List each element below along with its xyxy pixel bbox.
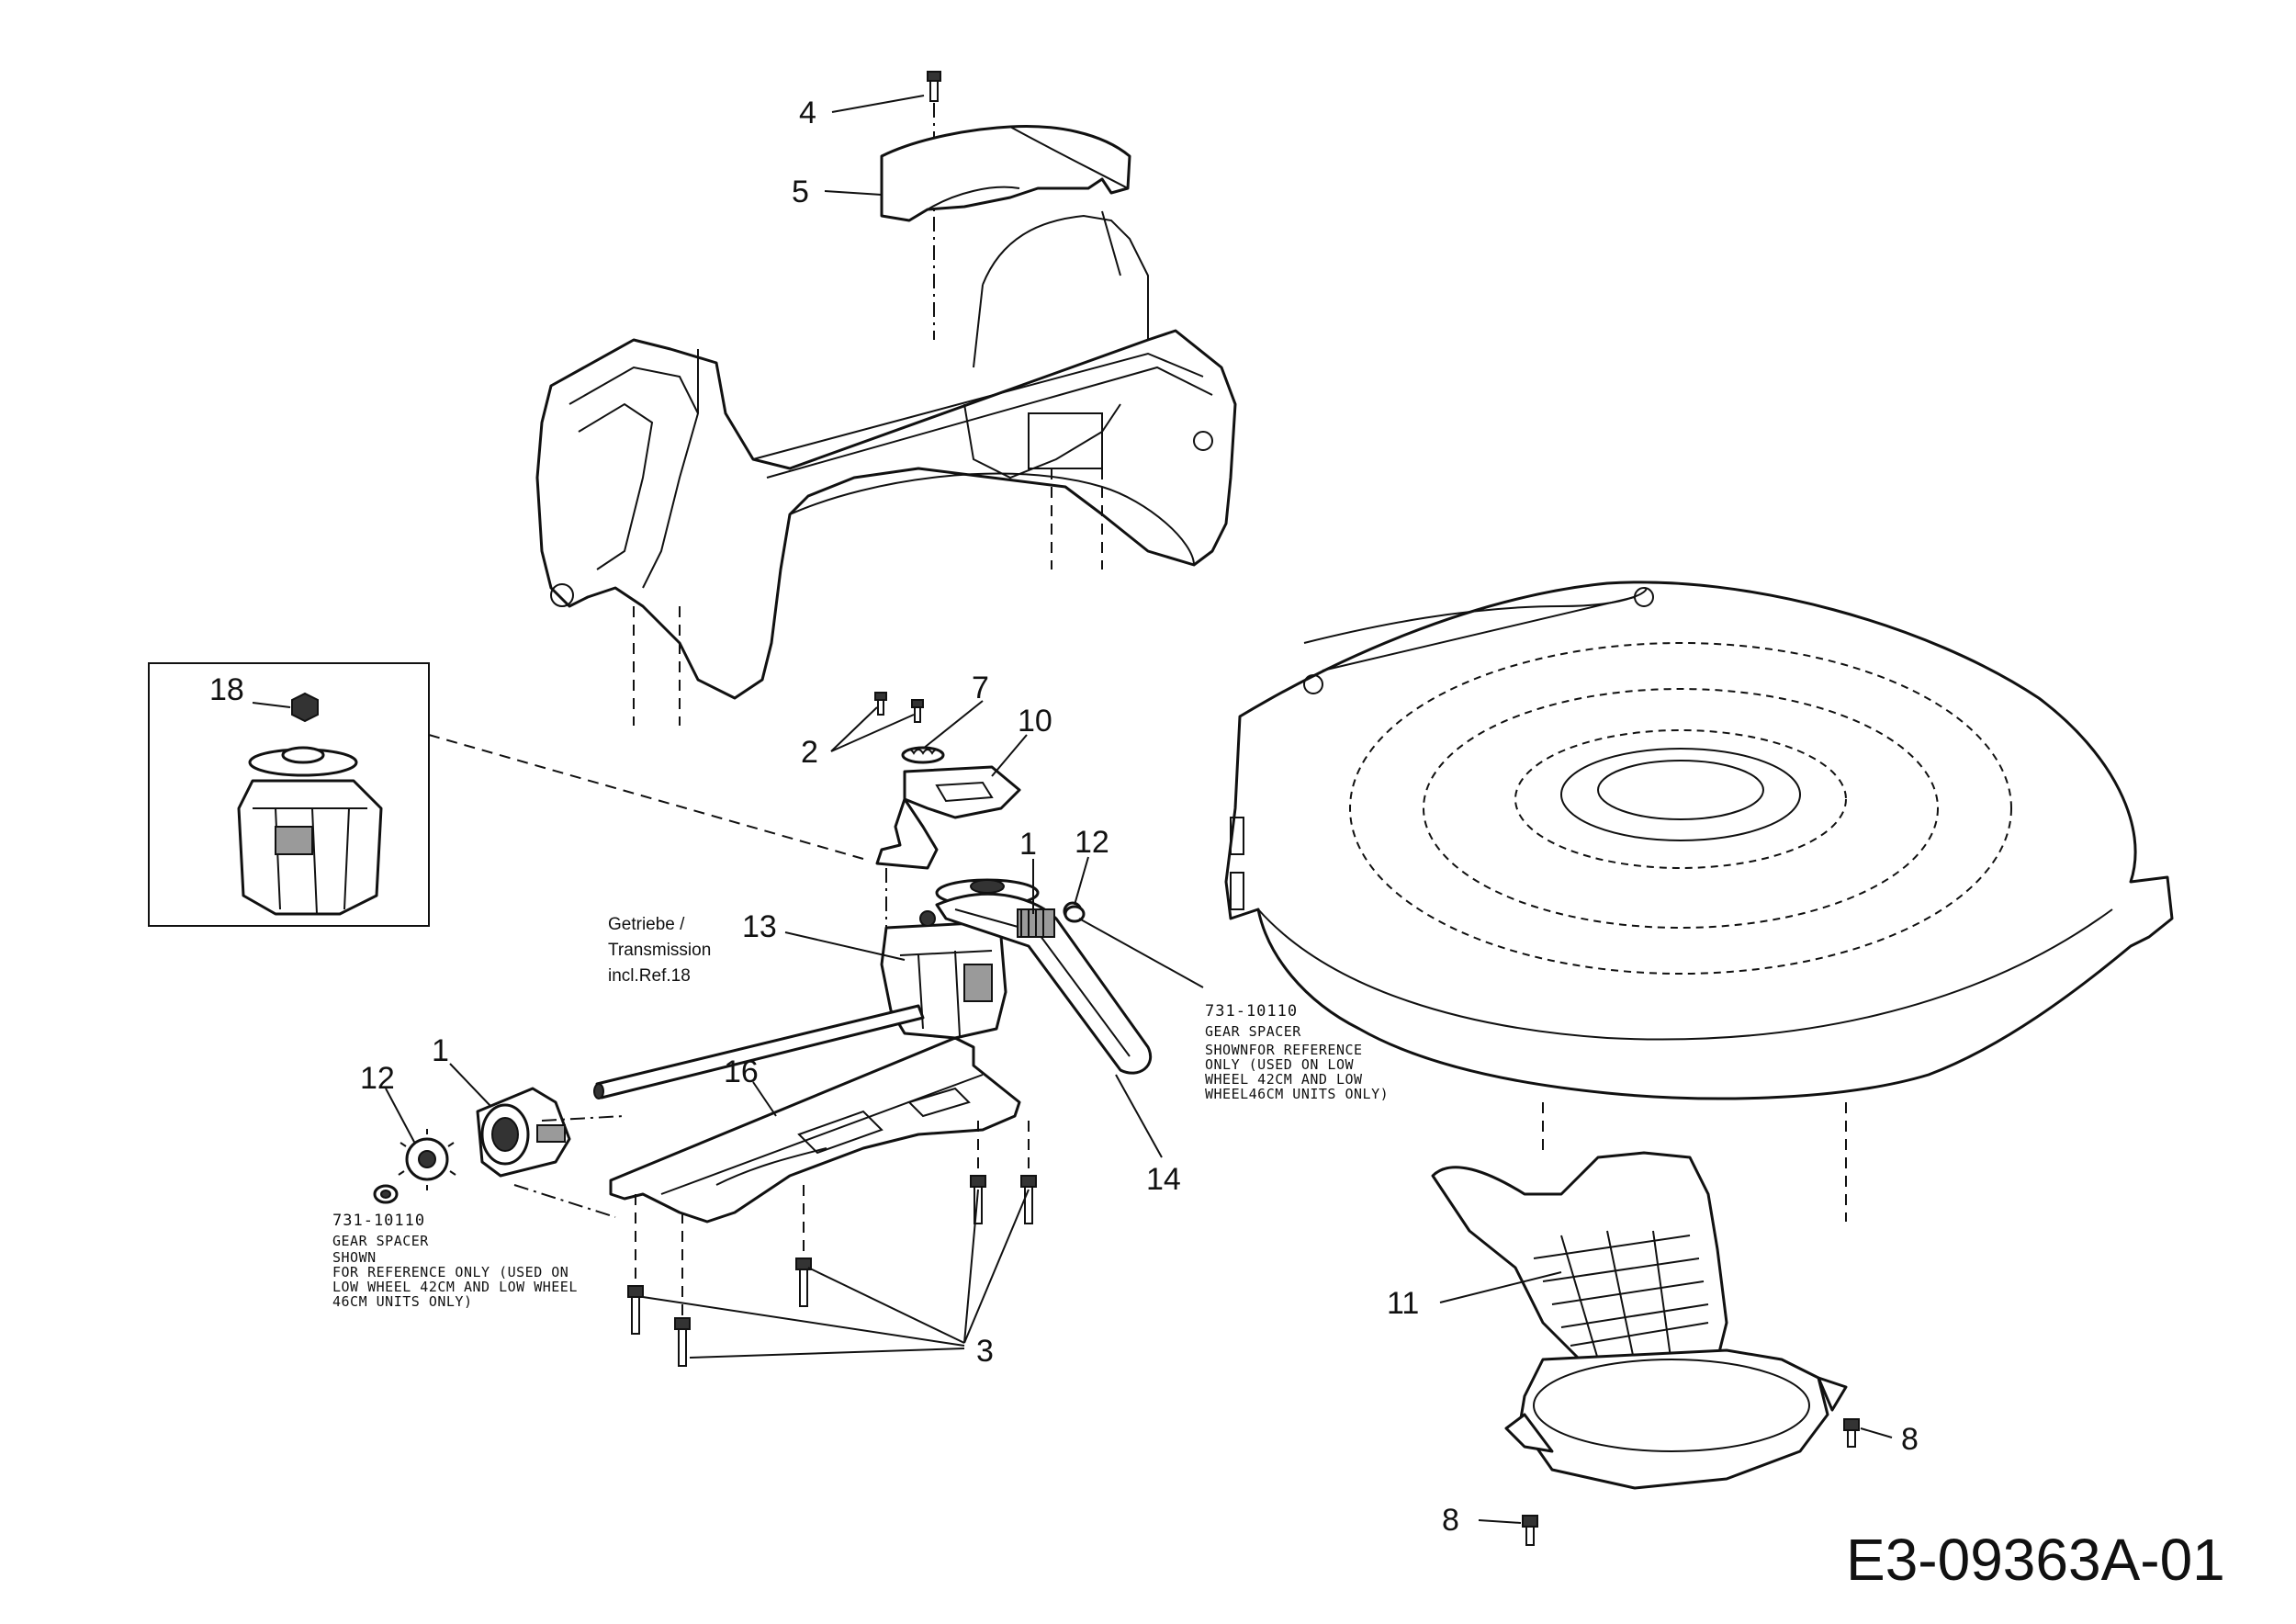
leader-spacer-right xyxy=(1078,918,1204,988)
callout-18: 18 xyxy=(209,672,244,707)
axis-gear-left-2 xyxy=(513,1184,616,1218)
leader-18 xyxy=(252,702,291,708)
part-3-bolt-c[interactable] xyxy=(795,1257,812,1307)
leader-7 xyxy=(922,700,984,750)
callout-1-right: 1 xyxy=(1019,827,1037,862)
svg-text:SHOWN: SHOWN xyxy=(332,1249,377,1266)
svg-text:LOW WHEEL 42CM AND LOW WHEEL: LOW WHEEL 42CM AND LOW WHEEL xyxy=(332,1279,578,1295)
callout-7: 7 xyxy=(972,671,989,705)
leader-12-right xyxy=(1074,856,1089,906)
svg-text:WHEEL 42CM AND LOW: WHEEL 42CM AND LOW xyxy=(1205,1071,1363,1088)
part-5-belt-cover[interactable] xyxy=(880,125,1131,222)
leader-3e xyxy=(963,1189,1030,1344)
callout-2: 2 xyxy=(801,735,818,770)
svg-text:Getriebe /: Getriebe / xyxy=(608,915,685,934)
gear-spacer-right[interactable] xyxy=(1064,905,1086,923)
transmission-note: Getriebe / Transmission incl.Ref.18 xyxy=(608,915,711,986)
gear-spacer-note-left: 731-10110 GEAR SPACER SHOWN FOR REFERENC… xyxy=(332,1212,578,1310)
leader-2b xyxy=(830,714,915,752)
leader-14 xyxy=(1115,1074,1163,1158)
leader-11 xyxy=(1439,1271,1562,1303)
handle-frame-assembly[interactable] xyxy=(535,210,1237,700)
part-18-nut[interactable] xyxy=(291,692,319,723)
callout-8-right: 8 xyxy=(1901,1422,1919,1457)
svg-text:incl.Ref.18: incl.Ref.18 xyxy=(608,966,691,986)
mower-deck-housing[interactable] xyxy=(1224,581,2174,1100)
leader-13 xyxy=(784,931,906,961)
part-8-screw-b[interactable] xyxy=(1522,1515,1538,1546)
part-7-spring[interactable] xyxy=(901,746,945,764)
leader-4 xyxy=(831,95,925,113)
leader-2a xyxy=(830,706,878,752)
part-3-bolt-b[interactable] xyxy=(674,1317,691,1367)
part-10-bracket[interactable] xyxy=(875,765,1021,870)
diagram-code: E3-09363A-01 xyxy=(1846,1527,2225,1593)
gear-spacer-note-right: 731-10110 GEAR SPACER SHOWNFOR REFERENCE… xyxy=(1205,1002,1389,1102)
part-1-wheel-gear-left[interactable] xyxy=(476,1087,571,1178)
part-16-mounting-bracket[interactable] xyxy=(609,1036,1021,1224)
svg-text:WHEEL46CM UNITS ONLY): WHEEL46CM UNITS ONLY) xyxy=(1205,1086,1389,1102)
part-2-screw-a[interactable] xyxy=(874,692,887,716)
part-12-pinion-left[interactable] xyxy=(398,1129,456,1190)
leader-3c xyxy=(807,1267,965,1344)
leader-16 xyxy=(752,1081,777,1117)
part-3-bolt-a[interactable] xyxy=(627,1285,644,1335)
leader-5 xyxy=(824,190,883,196)
callout-3: 3 xyxy=(976,1334,994,1369)
leader-3a xyxy=(642,1296,965,1347)
leader-10 xyxy=(991,734,1028,777)
part-8-screw-a[interactable] xyxy=(1843,1418,1860,1448)
part-3-bolt-d[interactable] xyxy=(970,1175,986,1224)
leader-3d xyxy=(963,1189,979,1344)
svg-text:ONLY (USED ON LOW: ONLY (USED ON LOW xyxy=(1205,1056,1354,1073)
callout-10: 10 xyxy=(1018,704,1052,739)
gear-spacer-left[interactable] xyxy=(373,1184,399,1204)
callout-11: 11 xyxy=(1387,1286,1419,1321)
callout-13: 13 xyxy=(742,909,777,944)
svg-text:731-10110: 731-10110 xyxy=(332,1212,425,1230)
inset-transmission[interactable] xyxy=(237,746,383,916)
svg-text:Transmission: Transmission xyxy=(608,941,711,960)
svg-text:GEAR SPACER: GEAR SPACER xyxy=(332,1233,429,1249)
part-2-screw-b[interactable] xyxy=(911,699,924,723)
leader-3b xyxy=(689,1348,965,1359)
callout-16: 16 xyxy=(724,1054,759,1089)
leader-12-left xyxy=(385,1088,416,1145)
callout-8-bottom: 8 xyxy=(1442,1503,1459,1538)
inset-box xyxy=(148,662,430,927)
part-3-bolt-e[interactable] xyxy=(1020,1175,1037,1224)
axis-gear-left xyxy=(541,1115,625,1122)
callout-14: 14 xyxy=(1146,1162,1181,1197)
svg-text:731-10110: 731-10110 xyxy=(1205,1002,1298,1021)
inset-link-line xyxy=(428,734,864,860)
part-11-grass-chute[interactable] xyxy=(1431,1151,1848,1490)
part-1-wheel-gear-right[interactable] xyxy=(1017,908,1055,938)
callout-12-left: 12 xyxy=(360,1061,395,1096)
part-4-screw[interactable] xyxy=(927,71,941,102)
leader-8a xyxy=(1860,1427,1893,1438)
svg-text:FOR REFERENCE ONLY (USED ON: FOR REFERENCE ONLY (USED ON xyxy=(332,1264,568,1280)
svg-text:SHOWNFOR REFERENCE: SHOWNFOR REFERENCE xyxy=(1205,1042,1363,1058)
callout-12-right: 12 xyxy=(1075,825,1109,860)
leader-1-left xyxy=(449,1063,492,1108)
svg-text:46CM UNITS ONLY): 46CM UNITS ONLY) xyxy=(332,1293,473,1310)
leader-8b xyxy=(1478,1519,1522,1524)
axle-shaft[interactable] xyxy=(593,1004,925,1100)
callout-5: 5 xyxy=(792,175,809,209)
callout-4: 4 xyxy=(799,96,816,130)
callout-1-left: 1 xyxy=(432,1033,449,1068)
svg-text:GEAR SPACER: GEAR SPACER xyxy=(1205,1023,1301,1040)
